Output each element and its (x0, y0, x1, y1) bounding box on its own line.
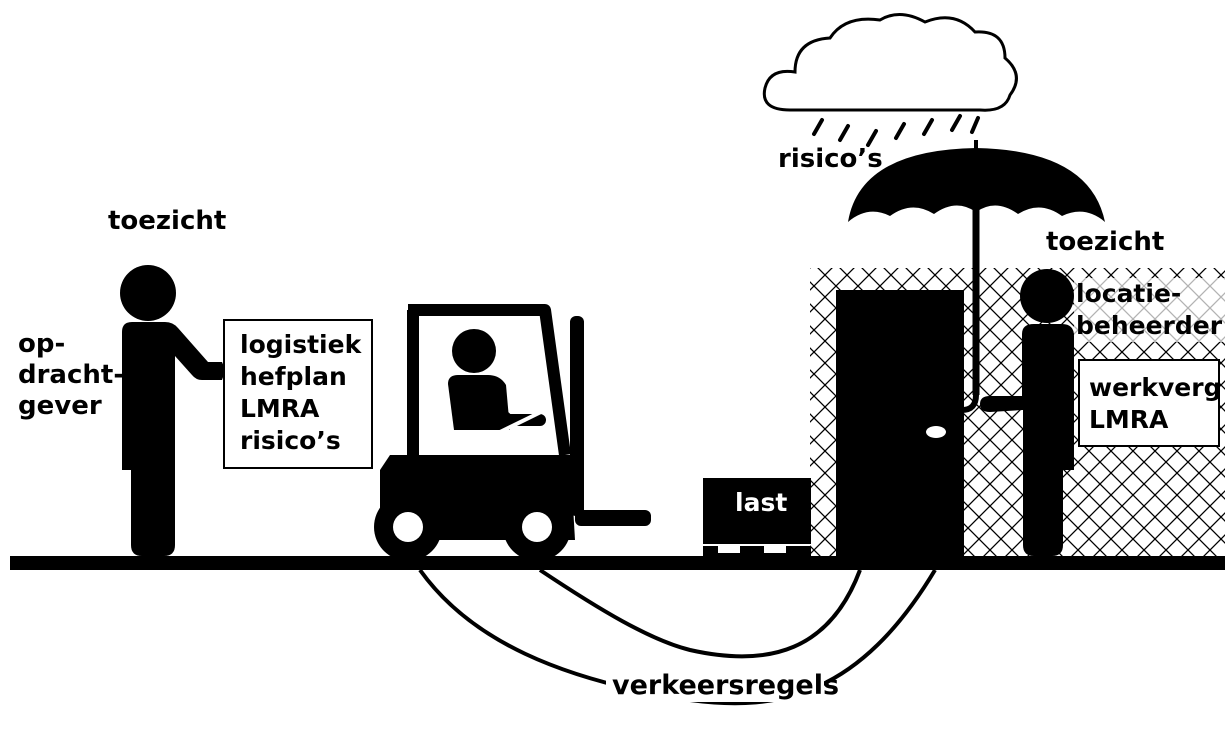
ground-line (10, 556, 1225, 570)
door-icon (836, 290, 964, 560)
client-role-line-2: dracht- (18, 360, 124, 390)
site-manager-role-line-1: locatie- (1076, 279, 1181, 308)
client-person-icon (120, 265, 224, 556)
site-manager-role-line-2: beheerder (1076, 311, 1223, 340)
traffic-label: verkeersregels (612, 670, 839, 701)
site-manager-supervision-label: toezicht (1046, 227, 1164, 257)
load-label: last (735, 488, 787, 517)
client-supervision-label: toezicht (108, 206, 226, 236)
client-doc-line-3: LMRA (240, 394, 320, 423)
site-manager-doc-line-1: werkverg (1089, 373, 1221, 402)
client-role-line-1: op- (18, 329, 65, 359)
site-manager-doc-line-2: LMRA (1089, 405, 1169, 434)
risk-label: risico’s (778, 144, 883, 174)
client-role-label: op- dracht- gever (18, 329, 124, 421)
rain-cloud-icon (764, 14, 1016, 145)
client-doc-line-2: hefplan (240, 362, 347, 391)
client-doc-line-4: risico’s (240, 426, 341, 455)
client-role-line-3: gever (18, 391, 102, 421)
load-pallet: last (703, 478, 811, 558)
client-doc-line-1: logistiek (240, 330, 363, 359)
forklift-with-driver-icon (374, 310, 651, 561)
